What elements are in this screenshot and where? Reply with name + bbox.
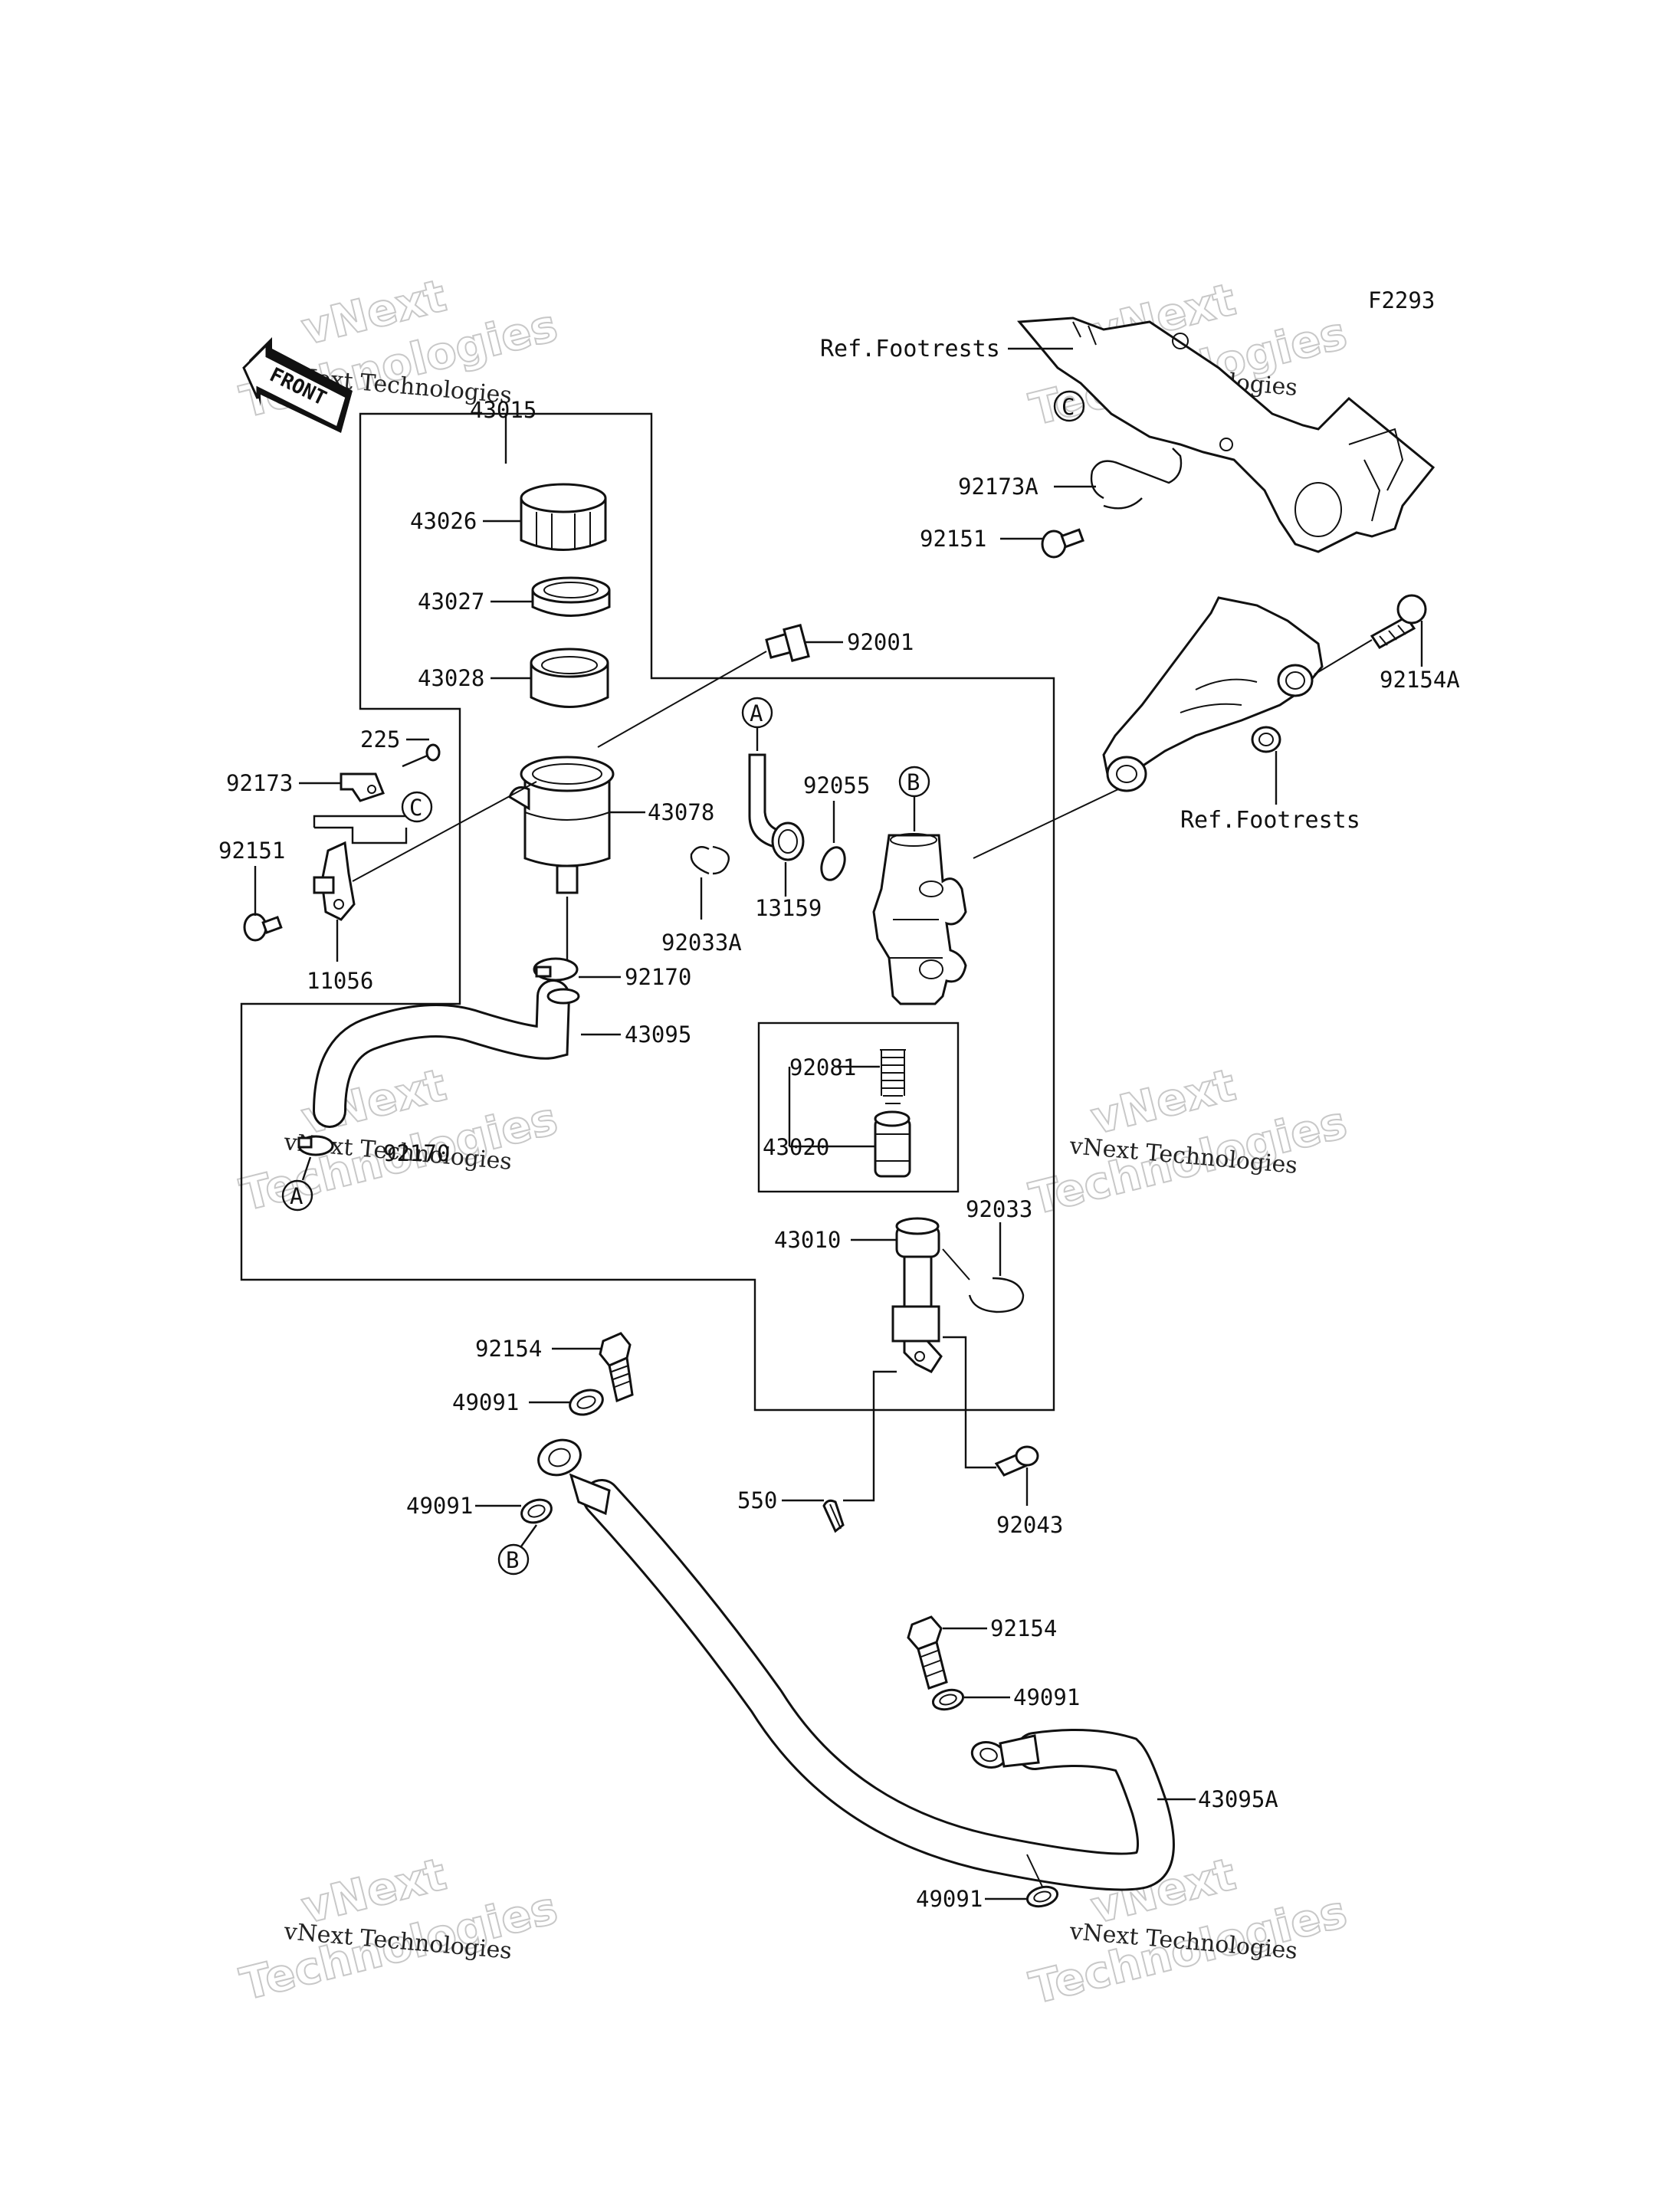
- part-label-49091-c: 49091: [1013, 1684, 1080, 1710]
- cotter-pin-550: [822, 1499, 845, 1533]
- screw-225: [402, 743, 441, 768]
- reservoir-diaphragm: [531, 576, 611, 617]
- part-label-92151-top: 92151: [920, 526, 986, 552]
- part-label-92081: 92081: [789, 1054, 856, 1080]
- part-label-92173: 92173: [226, 770, 293, 796]
- bolt-92001: [765, 624, 810, 662]
- part-label-92043: 92043: [996, 1512, 1063, 1538]
- part-label-225: 225: [360, 726, 400, 753]
- part-label-43095A: 43095A: [1198, 1786, 1278, 1812]
- part-label-92170-top: 92170: [625, 964, 691, 990]
- mount-line-92001: [597, 651, 767, 748]
- reservoir-cap: [520, 483, 607, 551]
- push-rod-43010: [891, 1217, 943, 1373]
- part-label-43015: 43015: [470, 397, 536, 423]
- circlip-92033: [968, 1277, 1025, 1313]
- part-label-92055: 92055: [803, 772, 870, 798]
- footrest-frame-top: [1016, 316, 1436, 553]
- part-label-43095: 43095: [625, 1021, 691, 1048]
- part-label-43078: 43078: [648, 799, 714, 825]
- ref-footrests-top-label: Ref.Footrests: [820, 336, 1000, 362]
- callout-b-top: B: [898, 766, 930, 798]
- callout-a-left-label: A: [290, 1183, 303, 1209]
- bolt-92151-top: [1041, 528, 1084, 559]
- part-label-43028: 43028: [418, 665, 484, 691]
- hose-joint-13159: [748, 753, 805, 861]
- part-label-92033: 92033: [966, 1196, 1032, 1222]
- callout-b-bottom: B: [497, 1543, 530, 1576]
- reservoir-body: [508, 756, 615, 894]
- part-label-92154-left: 92154: [475, 1336, 542, 1362]
- callout-a-top: A: [741, 697, 773, 729]
- link-92043-pushrod: [943, 1336, 996, 1469]
- part-label-550: 550: [737, 1487, 777, 1513]
- callout-c-right: C: [1053, 390, 1085, 422]
- mount-line-92154A: [1314, 639, 1373, 675]
- mount-line-11056: [352, 781, 537, 882]
- pin-92043: [994, 1445, 1039, 1477]
- part-label-92154A: 92154A: [1380, 667, 1460, 693]
- washer-49091-c: [931, 1688, 965, 1711]
- part-label-43010: 43010: [774, 1227, 841, 1253]
- part-label-49091-d: 49091: [916, 1886, 983, 1912]
- part-label-49091-a: 49091: [452, 1389, 519, 1415]
- front-arrow-icon: FRONT: [242, 337, 353, 433]
- part-label-11056: 11056: [307, 968, 373, 994]
- hose-clamp-bottom: [297, 1135, 334, 1156]
- callout-a-top-label: A: [750, 700, 763, 726]
- part-label-92033A: 92033A: [661, 930, 742, 956]
- part-label-92151-left: 92151: [218, 838, 285, 864]
- leader-callout-a-left: [301, 1156, 312, 1181]
- leader-callout-b-bottom: [520, 1524, 537, 1547]
- mount-line-master: [973, 781, 1135, 859]
- hose-clamp-top: [533, 957, 579, 982]
- callout-c-right-label: C: [1061, 394, 1075, 420]
- callout-b-top-label: B: [907, 769, 920, 795]
- circlip-92033A: [690, 845, 730, 875]
- watermark-mid-right: vNext Technologies vNext Technologies: [1024, 1058, 1353, 1225]
- part-label-92173A: 92173A: [958, 474, 1039, 500]
- part-label-43026: 43026: [410, 508, 477, 534]
- piston-43020: [874, 1110, 911, 1178]
- callout-b-bottom-label: B: [506, 1547, 519, 1573]
- spring-92081: [880, 1049, 906, 1104]
- washer-49091-a: [569, 1389, 604, 1416]
- clip-92173A: [1090, 448, 1183, 510]
- bracket-11056: [313, 841, 356, 921]
- banjo-bolt-92154-right: [907, 1615, 948, 1690]
- part-label-49091-b: 49091: [406, 1493, 473, 1519]
- part-label-92154-right: 92154: [990, 1615, 1057, 1641]
- ref-footrests-right-label: Ref.Footrests: [1180, 807, 1360, 834]
- footrest-bracket-right: [1102, 596, 1324, 792]
- part-label-92170-bottom: 92170: [383, 1140, 450, 1166]
- connector-c-2: [314, 826, 408, 844]
- washer-49091-b: [520, 1498, 553, 1524]
- clip-92173: [340, 772, 385, 802]
- assembly-outline-43015: [240, 412, 1055, 1412]
- part-label-92001: 92001: [847, 629, 914, 655]
- part-label-13159: 13159: [755, 895, 822, 921]
- part-label-43027: 43027: [418, 589, 484, 615]
- callout-a-left: A: [281, 1179, 313, 1212]
- master-cylinder-body: [872, 833, 967, 1005]
- connector-c-1: [313, 815, 406, 828]
- mount-line-92033: [942, 1248, 970, 1280]
- callout-c-left: C: [401, 791, 433, 823]
- inset-box-piston: [757, 1021, 960, 1193]
- bolt-92154A: [1370, 594, 1427, 649]
- brake-hose-43095A: [537, 1438, 1175, 1891]
- callout-c-left-label: C: [409, 795, 422, 821]
- o-ring-92055: [820, 846, 846, 881]
- washer-49091-d: [1025, 1885, 1059, 1908]
- banjo-bolt-92154-left: [599, 1332, 634, 1403]
- diaphragm-plate: [530, 648, 609, 708]
- part-label-43020: 43020: [763, 1134, 829, 1160]
- diagram-code: F2293: [1368, 287, 1435, 313]
- link-550-pushrod: [843, 1370, 897, 1502]
- link-49091-d: [1026, 1854, 1043, 1887]
- bolt-92151-left: [243, 913, 283, 942]
- reservoir-hose: [313, 979, 580, 1128]
- watermark-bottom-left: vNext Technologies vNext Technologies: [235, 1847, 563, 2011]
